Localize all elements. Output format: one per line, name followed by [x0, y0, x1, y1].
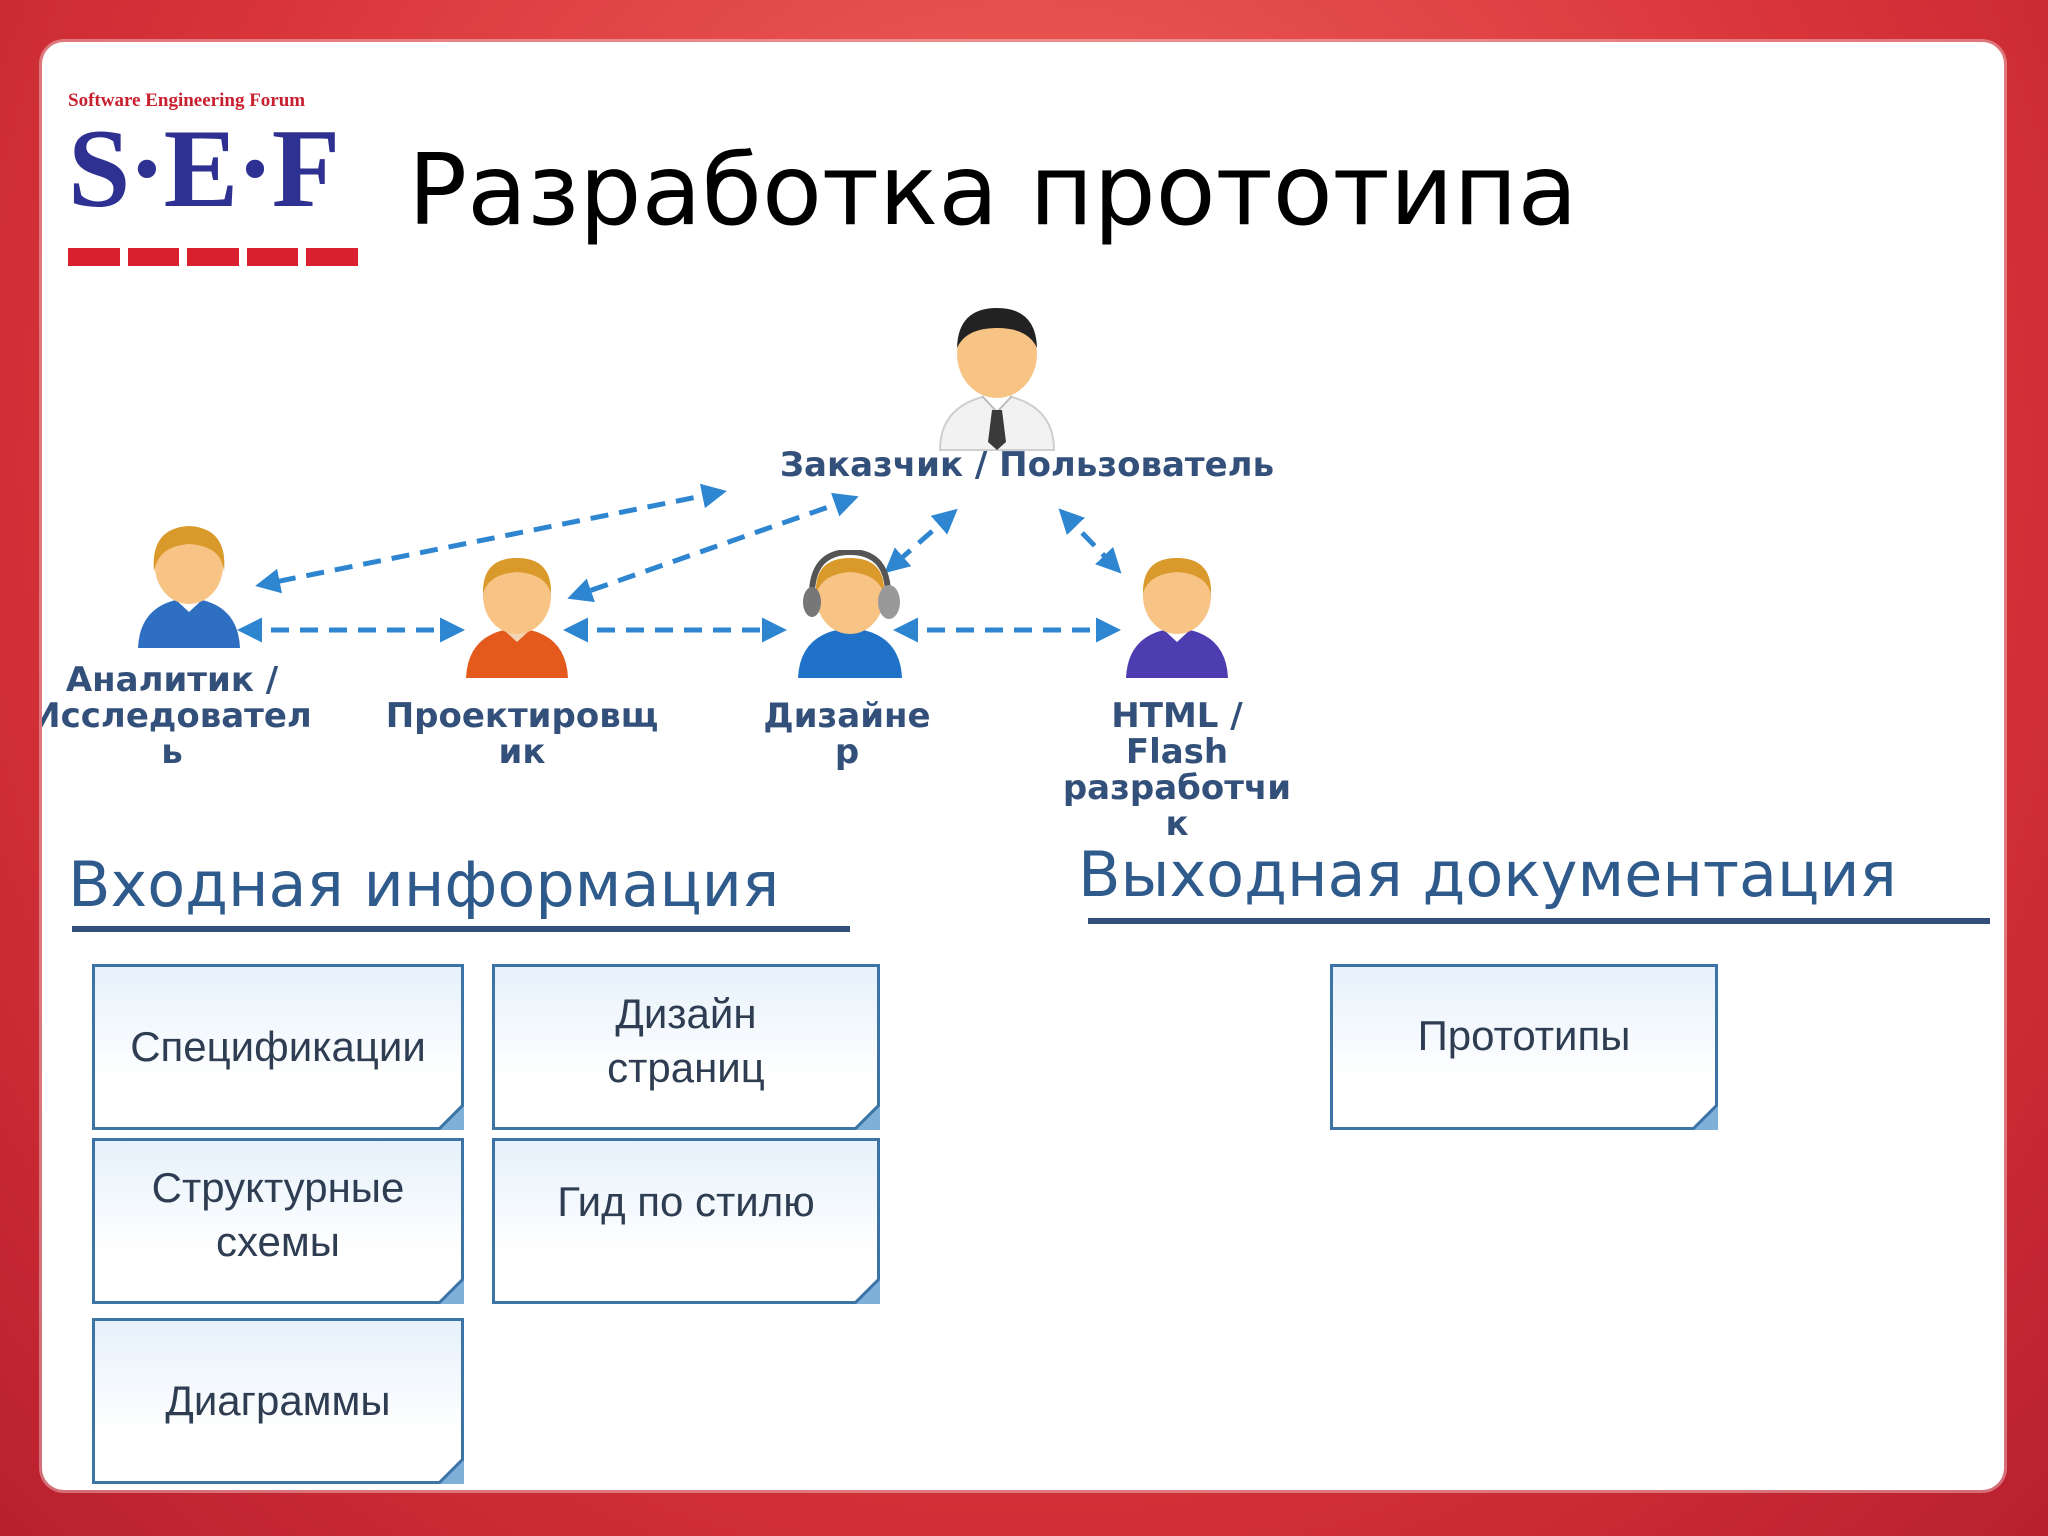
developer-label: HTML / Flash разработчи к [1062, 696, 1292, 844]
architect-icon [466, 558, 568, 678]
page-fold-icon [854, 1278, 880, 1304]
slide-title: Разработка прототипа [408, 134, 1578, 248]
slide: Software Engineering Forum S·E·F Разрабо… [42, 42, 2004, 1490]
doc-structure-schemes: Структурные схемы [92, 1138, 464, 1304]
logo-wordmark: S·E·F [68, 107, 340, 231]
output-section-title: Выходная документация [1078, 838, 1897, 911]
doc-prototypes: Прототипы [1330, 964, 1718, 1130]
doc-label: Дизайн страниц [607, 990, 765, 1091]
arrow-customer-designer [884, 508, 958, 574]
input-section-underline [72, 926, 850, 932]
doc-page-design: Дизайн страниц [492, 964, 880, 1130]
arrow-customer-architect [567, 492, 859, 603]
analyst-icon [138, 526, 240, 648]
designer-label: Дизайне р [763, 696, 931, 772]
logo-bars [68, 248, 358, 266]
page-fold-icon [854, 1104, 880, 1130]
logo-caption: Software Engineering Forum [68, 90, 306, 111]
architect-label: Проектировщ ик [385, 696, 659, 772]
doc-style-guide: Гид по стилю [492, 1138, 880, 1304]
doc-label: Диаграммы [165, 1377, 391, 1424]
doc-label: Структурные схемы [151, 1164, 405, 1265]
relation-arrows [237, 483, 1122, 643]
page-fold-icon [438, 1458, 464, 1484]
developer-icon [1126, 558, 1228, 678]
analyst-label: Аналитик / Исследовател ь [42, 660, 312, 772]
designer-icon [798, 550, 902, 678]
arrow-customer-developer [1058, 508, 1122, 574]
doc-label: Спецификации [130, 1023, 426, 1070]
page-fold-icon [1692, 1104, 1718, 1130]
doc-label: Гид по стилю [557, 1178, 815, 1225]
doc-specifications: Спецификации [92, 964, 464, 1130]
doc-label: Прототипы [1417, 1012, 1631, 1059]
page-fold-icon [438, 1104, 464, 1130]
customer-icon [938, 308, 1056, 451]
doc-diagrams: Диаграммы [92, 1318, 464, 1484]
input-section-title: Входная информация [68, 848, 780, 921]
customer-label: Заказчик / Пользователь [779, 445, 1275, 485]
sef-logo: Software Engineering Forum S·E·F [68, 90, 358, 280]
page-fold-icon [438, 1278, 464, 1304]
output-section-underline [1088, 918, 1990, 924]
arrow-customer-analyst [255, 483, 727, 594]
